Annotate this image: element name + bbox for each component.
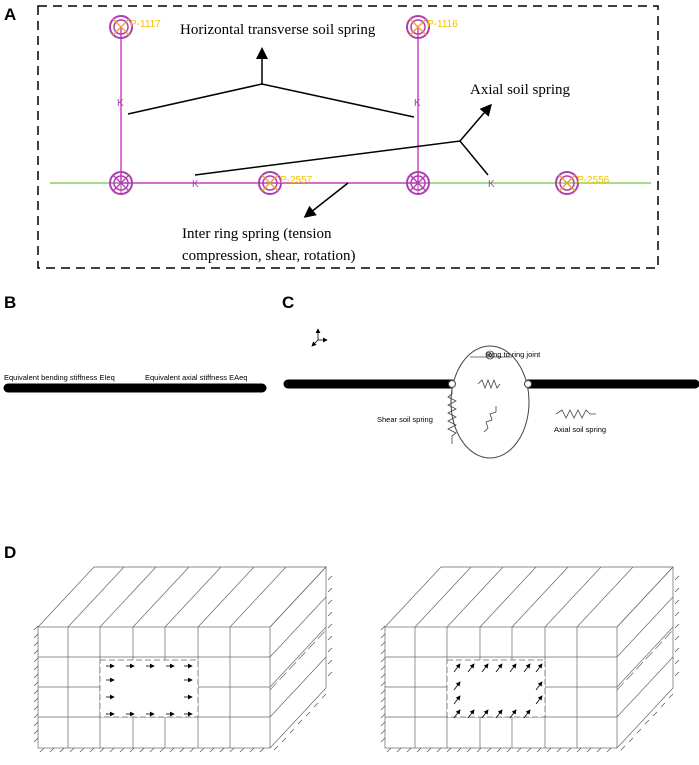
panel-label-c: C: [282, 293, 294, 312]
panel-label-a: A: [4, 5, 16, 24]
node-label-p2557: P-2557: [280, 175, 313, 186]
boundary-hatch-right: [380, 575, 680, 753]
node-icon-right-junction: [406, 171, 430, 195]
node-icon-left-junction: [109, 171, 133, 195]
node-icon-p1117: [109, 15, 133, 39]
boundary-hatch-left: [33, 575, 333, 753]
soil-box-left: [37, 566, 327, 749]
horizontal-load-arrows: [106, 663, 193, 717]
shear-soil-spring-icon: [447, 388, 457, 444]
rotational-spring-icon: [470, 350, 512, 360]
node-icon-p2557: [258, 171, 282, 195]
node-label-p1116: P-1116: [427, 19, 458, 30]
ring-joint-ellipse: [450, 345, 530, 459]
annotation-horizontal-transverse: Horizontal transverse soil spring: [180, 22, 376, 38]
node-label-p1117: P-1117: [130, 19, 161, 30]
axis-triad-icon: [311, 328, 328, 347]
label-axial-soil-spring: Axial soil spring: [554, 425, 606, 434]
spring-k-middle: K: [192, 179, 199, 190]
tunnel-opening-right: [446, 659, 546, 718]
panel-label-b: B: [4, 293, 16, 312]
axial-soil-spring-icon: [555, 409, 596, 419]
label-equivalent-bending-stiffness: Equivalent bending stiffness EIeq: [4, 373, 115, 382]
joint-shear-spring-icon: [483, 406, 497, 433]
spring-k-right: K: [414, 98, 421, 109]
node-label-p2556: P-2556: [577, 175, 610, 186]
spring-k-left: K: [117, 98, 124, 109]
joint-node-left: [448, 380, 456, 388]
soil-box-right: [384, 566, 674, 749]
annotation-horizontal-leader: [127, 83, 415, 118]
annotation-axial-soil-spring: Axial soil spring: [470, 82, 570, 98]
panel-label-d: D: [4, 543, 16, 562]
node-icon-p2556: [555, 171, 579, 195]
node-icon-p1116: [406, 15, 430, 39]
annotation-inter-ring-line1: Inter ring spring (tension: [182, 226, 332, 242]
shear-load-arrows: [453, 663, 543, 719]
annotation-inter-ring-arrow: [303, 182, 349, 218]
joint-node-right: [524, 380, 532, 388]
spring-k-far-right: K: [488, 179, 495, 190]
panel-a-dashed-frame: [37, 5, 659, 269]
annotation-inter-ring-line2: compression, shear, rotation): [182, 248, 356, 264]
tunnel-opening-left: [99, 659, 199, 718]
label-equivalent-axial-stiffness: Equivalent axial stiffness EAeq: [145, 373, 247, 382]
label-ring-to-ring-joint: Ring to ring joint: [486, 350, 541, 359]
annotation-axial-arrow: [459, 103, 492, 142]
annotation-axial-leader: [194, 140, 489, 176]
label-shear-soil-spring: Shear soil spring: [377, 415, 433, 424]
joint-axial-spring-icon: [477, 378, 501, 390]
